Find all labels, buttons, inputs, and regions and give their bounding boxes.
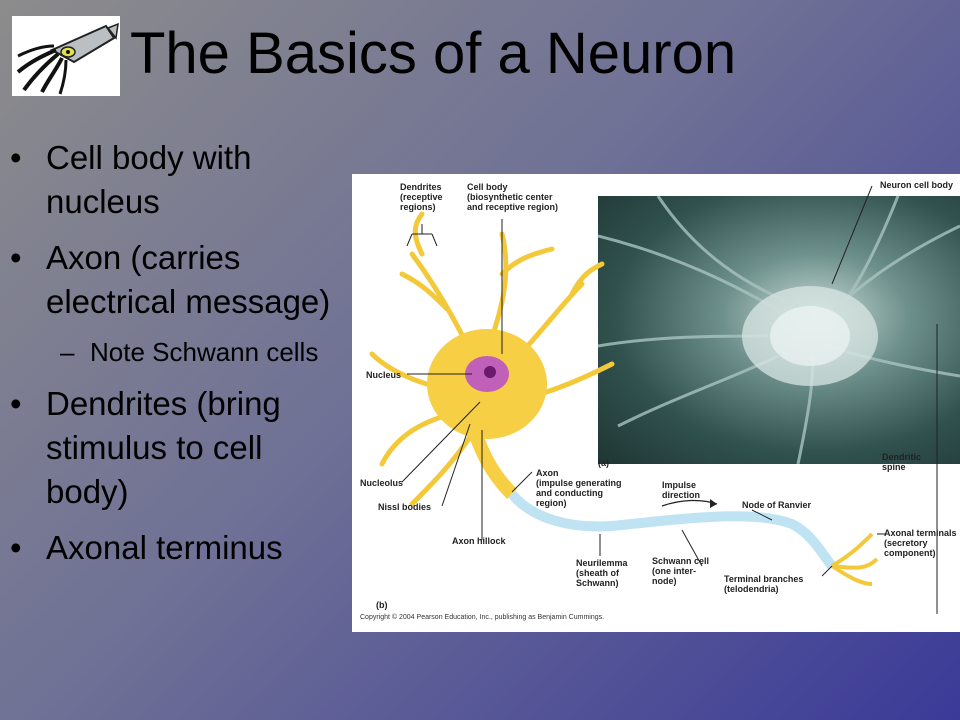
sub-bullet-item: – Note Schwann cells xyxy=(0,334,340,370)
bullet-text: Axon (carries electrical message) xyxy=(46,239,331,320)
squid-icon xyxy=(16,22,119,95)
sub-bullet-text: Note Schwann cells xyxy=(90,337,319,367)
bullet-item: • Axon (carries electrical message) xyxy=(0,236,340,324)
bullet-text: Axonal terminus xyxy=(46,529,283,566)
bullet-marker: • xyxy=(10,239,22,276)
sub-bullet-marker: – xyxy=(60,337,75,367)
label-dendritic-spine: Dendritic spine xyxy=(882,452,922,472)
label-axon-hillock: Axon hillock xyxy=(452,536,506,546)
neuron-diagram xyxy=(369,185,938,614)
label-axon: Axon (impulse generating and conducting … xyxy=(536,468,622,508)
bullet-marker: • xyxy=(10,139,22,176)
figure-copyright: Copyright © 2004 Pearson Education, Inc.… xyxy=(360,614,605,621)
bullet-text: Cell body with nucleus xyxy=(46,139,252,220)
slide-title: The Basics of a Neuron xyxy=(130,21,737,86)
bullet-marker: • xyxy=(10,529,22,566)
bullet-item: • Axonal terminus xyxy=(0,526,340,570)
label-neurilemma: Neurilemma (sheath of Schwann) xyxy=(576,558,628,588)
label-axonal-terminals: Axonal terminals (secretory component) xyxy=(884,528,957,558)
label-panel-b: (b) xyxy=(376,600,388,610)
bullet-item: • Dendrites (bring stimulus to cell body… xyxy=(0,382,340,514)
bullet-item: • Cell body with nucleus xyxy=(0,136,340,224)
label-terminal-branches: Terminal branches (telodendria) xyxy=(724,574,804,594)
squid-logo xyxy=(12,16,120,96)
label-nucleus: Nucleus xyxy=(366,370,402,380)
label-schwann-cell: Schwann cell (one inter- node) xyxy=(652,556,710,586)
label-dendrites: Dendrites (receptive regions) xyxy=(400,182,443,212)
label-panel-a: (a) xyxy=(598,458,609,468)
neuron-figure: Dendrites (receptive regions) Cell body … xyxy=(352,174,960,632)
bullet-list: • Cell body with nucleus • Axon (carries… xyxy=(0,136,340,582)
label-cell-body: Cell body (biosynthetic center and recep… xyxy=(467,182,559,212)
neuron-micrograph xyxy=(598,196,960,464)
label-nucleolus: Nucleolus xyxy=(360,478,404,488)
bullet-marker: • xyxy=(10,385,22,422)
label-nissl-bodies: Nissl bodies xyxy=(378,502,432,512)
bullet-text: Dendrites (bring stimulus to cell body) xyxy=(46,385,281,510)
label-impulse-direction: Impulse direction xyxy=(662,480,701,500)
label-neuron-cell-body: Neuron cell body xyxy=(880,180,954,190)
label-node-of-ranvier: Node of Ranvier xyxy=(742,500,812,510)
